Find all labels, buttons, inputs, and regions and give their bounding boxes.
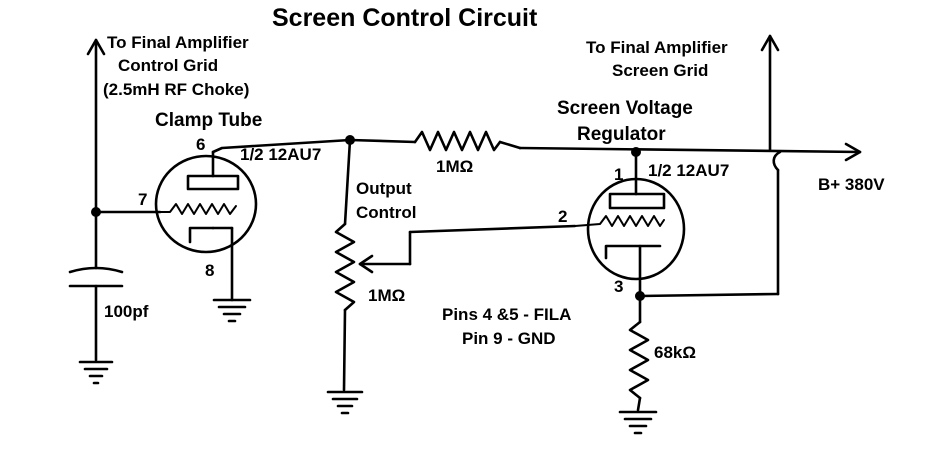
clamp-tube-type: 1/2 12AU7	[240, 145, 321, 164]
junction-grid	[91, 207, 101, 217]
regulator-label-2: Regulator	[577, 124, 666, 145]
clamp-pin-6: 6	[196, 135, 205, 154]
series-resistor-label: 1MΩ	[436, 157, 473, 176]
clamp-pin-8: 8	[205, 261, 214, 280]
regulator-type: 1/2 12AU7	[648, 161, 729, 180]
control-grid-line	[86, 38, 162, 270]
reg-pin-2: 2	[558, 207, 567, 226]
grid-feed-label-2: Control Grid	[118, 56, 218, 75]
screen-feed-label-2: Screen Grid	[612, 61, 708, 80]
cathode-resistor-68k	[628, 294, 650, 412]
clamp-tube	[154, 150, 258, 302]
regulator-label-1: Screen Voltage	[557, 98, 693, 119]
screen-feed-label-1: To Final Amplifier	[586, 38, 728, 57]
output-control-label-2: Control	[356, 203, 416, 222]
output-control-potentiometer	[334, 138, 577, 392]
regulator-tube	[574, 150, 686, 298]
capacitor-100pf	[68, 266, 124, 362]
ground-symbol-pot	[326, 390, 364, 415]
capacitor-label: 100pf	[104, 302, 149, 321]
output-control-label-1: Output	[356, 179, 412, 198]
grid-feed-label-3: (2.5mH RF Choke)	[103, 80, 249, 99]
grid-feed-label-1: To Final Amplifier	[107, 33, 249, 52]
pot-value-label: 1MΩ	[368, 286, 405, 305]
ground-symbol-cap	[78, 360, 114, 385]
diagram-title: Screen Control Circuit	[272, 4, 538, 32]
top-bus-wire	[211, 130, 862, 162]
cathode-resistor-label: 68kΩ	[654, 343, 696, 362]
reg-pin-3: 3	[614, 277, 623, 296]
note-ground: Pin 9 - GND	[462, 329, 556, 348]
screen-grid-line	[638, 34, 782, 298]
ground-symbol-regulator	[618, 410, 658, 435]
clamp-tube-label: Clamp Tube	[155, 110, 262, 131]
clamp-pin-7: 7	[138, 190, 147, 209]
reg-pin-1: 1	[614, 165, 623, 184]
note-filament: Pins 4 &5 - FILA	[442, 305, 571, 324]
ground-symbol-clamp	[212, 298, 252, 323]
supply-label: B+ 380V	[818, 175, 885, 194]
